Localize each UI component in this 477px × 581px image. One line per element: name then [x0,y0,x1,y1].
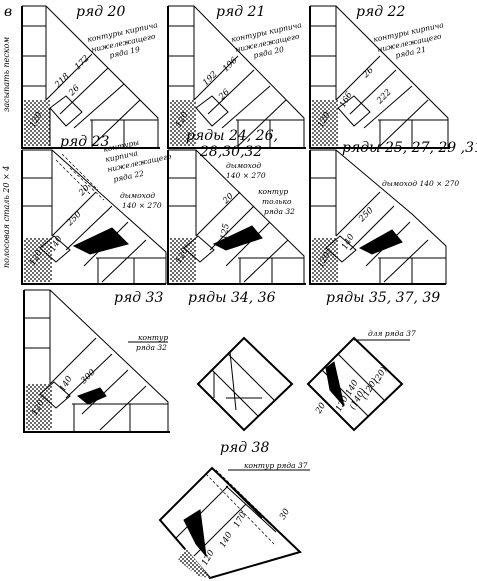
note-line: только [262,197,292,206]
panel-title: ряд 33 [114,290,163,306]
sand-fill [170,100,196,146]
dim-label: 172 [73,54,92,73]
sand-fill [178,548,210,578]
dim-label: 166 [338,90,355,110]
panel-title: ряд 23 [60,134,109,150]
note-line: дымоход 140 × 270 [382,179,459,188]
panel-title: ряд 21 [216,4,265,20]
flue-opening [358,229,403,255]
panel-row-24: ряды 24, 26, 28,30,32 дымоход 140 × 270 … [167,128,306,285]
panel-title: ряд 38 [220,440,269,456]
flue-opening [212,225,263,251]
note-line: для ряда 37 [368,329,416,338]
figure-letter: в [4,4,12,20]
panel-row-21: ряд 21 контуры кирпича нижележащего ряда… [167,4,306,149]
panel-row-25: ряды 25, 27, 29 ,31 дымоход 140 × 270 25… [309,140,477,285]
note-line: ряда 32 [136,343,167,352]
panel-title: ряды 35, 37, 39 [326,290,440,306]
note-line: ряда 32 [264,207,295,216]
flue-opening [76,387,107,405]
dim-label: 250 [356,205,376,225]
panel-title: ряды 25, 27, 29 ,31 [342,140,477,156]
sand-fill [26,384,52,430]
panel-row-23: ряд 23 контуры кирпича нижележащего ряда… [21,134,173,285]
dim-label: 30 [278,507,292,522]
panel-row-20: ряд 20 контуры кирпича нижележащего ряда… [21,4,160,149]
panel-title: ряд 22 [356,4,405,20]
dim-label: 222 [374,88,393,107]
dim-label: 26 [66,83,82,99]
dim-label: 26 [360,65,376,81]
dim-label: 140 [58,374,75,394]
panel-row-35: ряды 35, 37, 39 для ряда 37 (20) (120) (… [306,290,440,432]
dim-label: 26 [216,87,232,103]
note-line: дымоход [226,161,261,170]
dim-label: 196 [221,55,240,74]
sand-fill [170,238,196,282]
dim-label: 170 [232,510,249,530]
sand-fill [24,238,52,282]
note-line: контур ряда 37 [244,461,308,470]
dim-label: 125 [219,223,232,241]
panel-title: 28,30,32 [199,144,262,160]
dim-label: 192 [201,70,220,89]
dim-label: 20 [220,191,236,207]
side-label-sand: засыпать песком [2,37,11,112]
flue-opening [72,227,129,255]
note-line: 140 × 270 [226,171,266,180]
side-label-steel: полосовая сталь 20 × 4 [2,166,11,268]
panel-row-22: ряд 22 контуры кирпича нижележащего ряда… [309,4,450,149]
note-line: контур [138,333,168,342]
note-line: дымоход [120,191,155,200]
panel-title: ряды 24, 26, [186,128,278,144]
dim-label: 250 [64,209,84,229]
panel-title: ряд 20 [76,4,125,20]
panel-row-38: ряд 38 контур ряда 37 170 140 120 30 [158,440,310,580]
sand-fill [312,100,338,146]
sand-fill [312,238,338,282]
dim-label: 140 [218,530,235,550]
panel-row-34: ряды 34, 36 [188,290,294,432]
panel-row-33: ряд 33 контур ряда 32 300 140 120 [23,289,170,433]
note-line: контур [258,187,288,196]
flue-opening [183,509,207,558]
note-line: 140 × 270 [122,201,162,210]
dim-label: 20 [76,183,92,199]
sand-fill [24,100,50,146]
panel-title: ряды 34, 36 [188,290,276,306]
flue-opening [325,361,345,407]
